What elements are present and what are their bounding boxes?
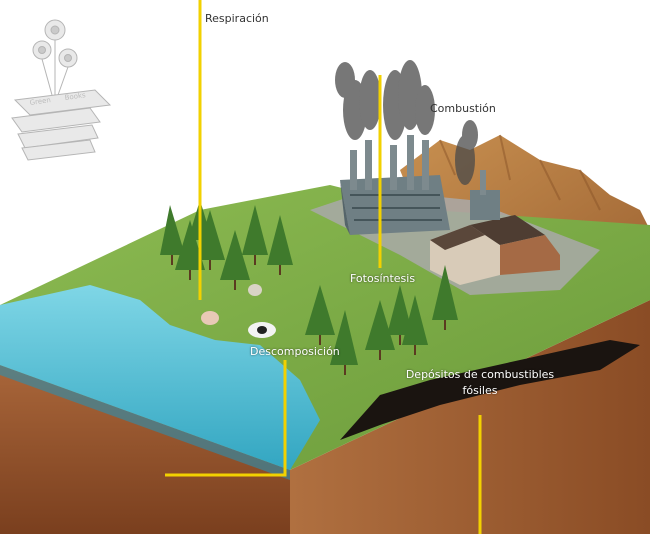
label-fotosintesis: Fotosíntesis xyxy=(350,272,415,285)
green-books-logo: Green Books xyxy=(12,20,110,160)
label-depositos-line1: Depósitos de combustibles xyxy=(395,368,565,381)
label-respiracion: Respiración xyxy=(205,12,269,25)
label-combustion: Combustión xyxy=(430,102,496,115)
label-depositos-line2: fósiles xyxy=(395,384,565,397)
label-descomposicion: Descomposición xyxy=(250,345,340,358)
